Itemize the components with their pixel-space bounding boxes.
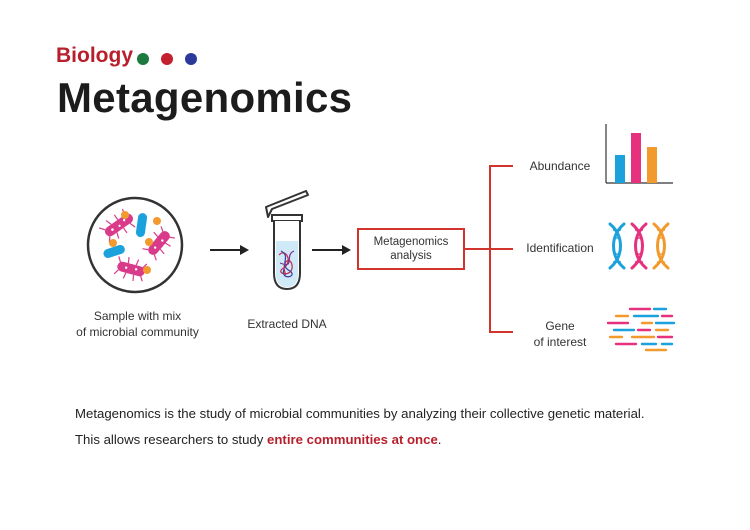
description-period: . <box>437 432 442 447</box>
description-line1: Metagenomics is the study of microbial c… <box>75 406 645 421</box>
gene-label-line1: Gene <box>545 319 575 333</box>
bar-chart-icon <box>605 124 673 184</box>
test-tube-icon <box>265 190 309 291</box>
subject-label: Biology <box>56 44 133 67</box>
arrow-right-icon <box>210 245 249 255</box>
page-title: Metagenomics <box>57 74 353 121</box>
gene-sequence-icon <box>606 307 676 352</box>
sample-label-line2: of microbial community <box>76 325 199 339</box>
rod-bacterium-icon <box>103 244 125 258</box>
description-highlight: entire communities at once <box>267 432 438 447</box>
bacterium-icon <box>98 208 136 243</box>
sample-label-line1: Sample with mix <box>93 309 182 323</box>
identification-label: Identification <box>526 241 594 255</box>
gene-label-line2: of interest <box>533 335 587 349</box>
dot-blue-icon <box>185 53 197 65</box>
metagenomics-analysis-box: Metagenomics analysis <box>357 228 465 270</box>
branch-connector <box>465 165 513 333</box>
abundance-label: Abundance <box>529 159 591 173</box>
description-line2: This allows researchers to study entire … <box>75 432 441 447</box>
dot-green-icon <box>137 53 149 65</box>
gene-label: Gene of interest <box>520 318 600 350</box>
description-text: This allows researchers to study <box>75 432 268 447</box>
dna-label: Extracted DNA <box>247 317 327 331</box>
dot-red-icon <box>161 53 173 65</box>
dna-helix-icon <box>608 222 670 270</box>
process-label-line1: Metagenomics <box>373 236 449 248</box>
process-label-line2: analysis <box>390 250 432 262</box>
bacterium-icon <box>113 256 148 282</box>
petri-dish-icon <box>86 196 184 294</box>
rod-bacterium-icon <box>135 213 148 237</box>
sample-label: Sample with mix of microbial community <box>60 308 215 340</box>
arrow-right-icon <box>312 245 351 255</box>
